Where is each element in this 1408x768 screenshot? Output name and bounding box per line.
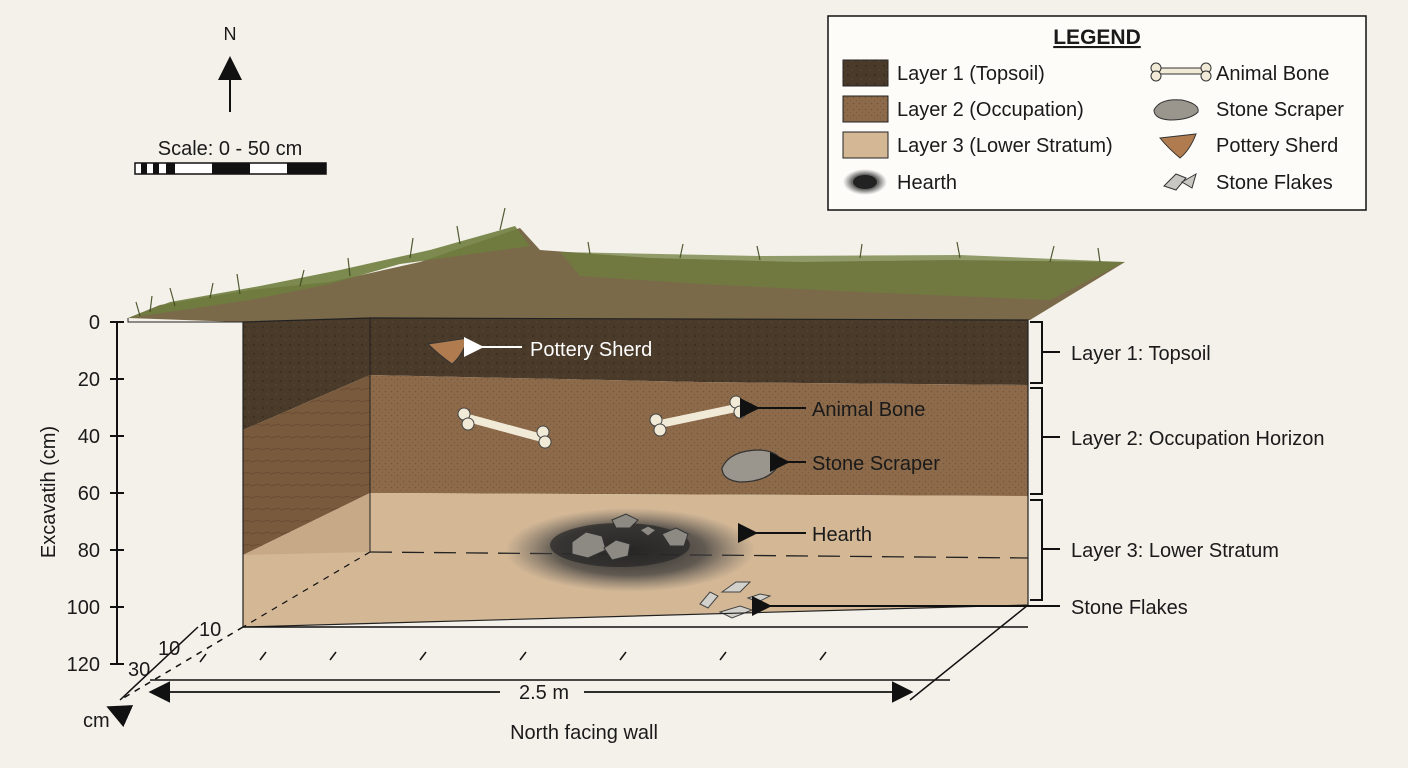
legend-label-layer2: Layer 2 (Occupation) [897, 99, 1084, 121]
depth-tick-label: 60 [78, 483, 100, 505]
hearth-icon [843, 169, 887, 195]
legend-label-scraper: Stone Scraper [1216, 99, 1344, 121]
base-tick-label-b: 10 [158, 638, 180, 660]
depth-axis-title: Excavatih (cm) [38, 426, 60, 558]
depth-ticks: 0 20 40 60 80 100 120 [67, 312, 124, 676]
annotation-label-pottery: Pottery Sherd [530, 339, 652, 361]
bracket-label-layer1: Layer 1: Topsoil [1071, 343, 1211, 365]
legend-box: LEGEND Layer 1 (Topsoil) Layer 2 (Occupa… [828, 16, 1366, 210]
depth-tick-label: 0 [89, 312, 100, 334]
depth-tick-label: 100 [67, 597, 100, 619]
base-tick-label-c: 30 [128, 659, 150, 681]
legend-label-hearth: Hearth [897, 172, 957, 194]
legend-title: LEGEND [1053, 26, 1141, 49]
depth-tick-label: 120 [67, 654, 100, 676]
bracket-label-layer2: Layer 2: Occupation Horizon [1071, 428, 1324, 450]
legend-label-flakes: Stone Flakes [1216, 172, 1333, 194]
north-compass: N [224, 24, 237, 112]
layer-brackets [1030, 322, 1060, 600]
base-tick-label-a: 10 [199, 619, 221, 641]
hearth-feature [505, 508, 755, 592]
legend-label-layer1: Layer 1 (Topsoil) [897, 63, 1045, 85]
annotation-label-bone: Animal Bone [812, 399, 925, 421]
annotation-label-flakes: Stone Flakes [1071, 597, 1188, 619]
bracket-label-layer3: Layer 3: Lower Stratum [1071, 540, 1279, 562]
annotation-label-hearth: Hearth [812, 524, 872, 546]
legend-label-bone: Animal Bone [1216, 63, 1329, 85]
depth-axis: 0 20 40 60 80 100 120 Excavatih (cm) [38, 312, 124, 676]
width-label: 2.5 m [519, 682, 569, 704]
annotation-label-scraper: Stone Scraper [812, 453, 940, 475]
depth-tick-label: 20 [78, 369, 100, 391]
legend-label-layer3: Layer 3 (Lower Stratum) [897, 135, 1113, 157]
width-dimension: 2.5 m [152, 682, 910, 704]
depth-tick-label: 80 [78, 540, 100, 562]
scale-bar: Scale: 0 - 50 cm [135, 138, 326, 174]
compass-label: N [224, 24, 237, 44]
legend-swatch-layer3 [843, 132, 888, 158]
legend-label-sherd: Pottery Sherd [1216, 135, 1338, 157]
excavation-section [128, 208, 1125, 627]
diagram-caption: North facing wall [510, 722, 658, 744]
scale-label: Scale: 0 - 50 cm [158, 138, 303, 160]
base-unit-label: cm [83, 710, 110, 732]
depth-tick-label: 40 [78, 426, 100, 448]
